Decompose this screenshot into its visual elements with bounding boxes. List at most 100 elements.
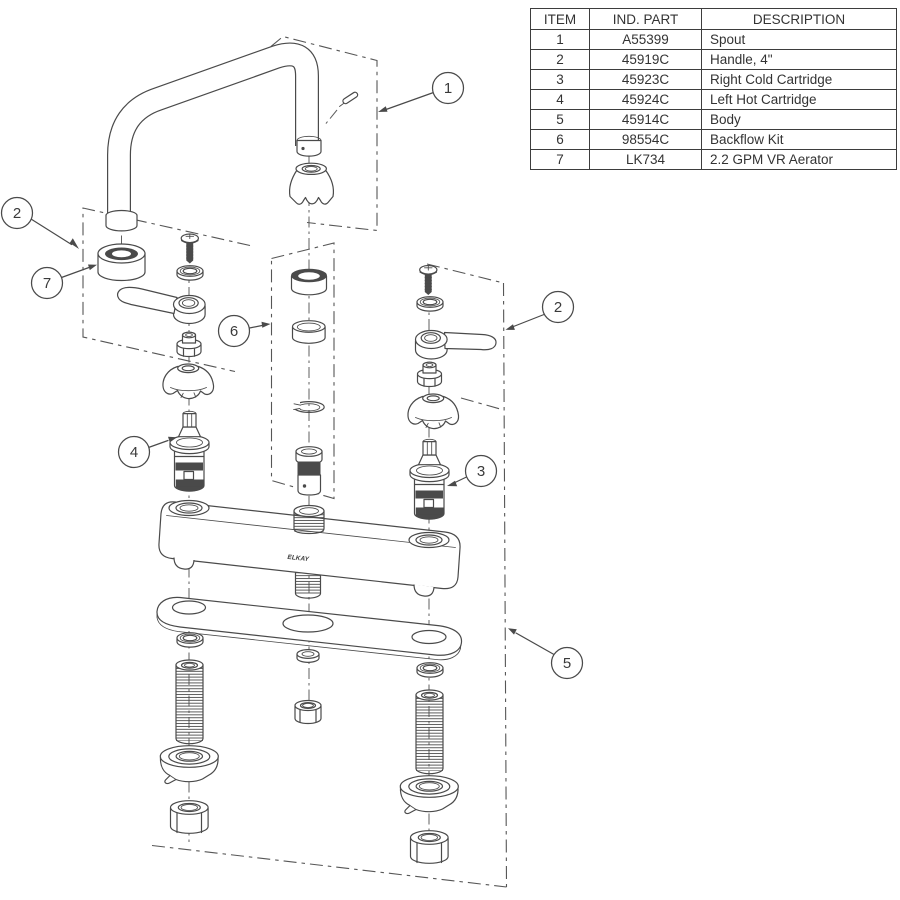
left-shank-washer: [176, 632, 204, 648]
table-row: 5 45914C Body: [530, 109, 897, 130]
plate-right-hole: [411, 629, 447, 645]
body-left-port: [168, 499, 210, 517]
right-shank-washer: [416, 662, 444, 678]
left-lever-handle: [117, 286, 206, 325]
faucet-body: ELKAY: [158, 499, 461, 599]
center-hex-nut: [294, 699, 322, 725]
item-number: 2: [530, 49, 590, 70]
plate-center-hole: [282, 614, 334, 633]
setscrew-leader-line: [323, 109, 338, 127]
spout-outlet-collar: [105, 215, 138, 232]
callouts: 1 2 7 6: [0, 71, 584, 680]
svg-text:3: 3: [477, 463, 485, 480]
item-number: 5: [530, 109, 590, 130]
body-center-boss: [293, 504, 325, 535]
brand-logo: ELKAY: [287, 554, 310, 563]
table-row: 1 A55399 Spout: [530, 29, 897, 50]
body-bottom-outlet: [294, 571, 322, 599]
body-right-foot: [413, 584, 435, 597]
callout-2-right-handle: 2: [505, 290, 575, 330]
part-number: 98554C: [589, 129, 702, 150]
left-dome-cap: [162, 363, 215, 400]
callout-3-right-cartridge: 3: [447, 454, 498, 488]
col-header-description: DESCRIPTION: [701, 8, 897, 30]
svg-text:4: 4: [130, 444, 138, 461]
right-handle-boundary-bottom: [460, 397, 504, 411]
svg-text:5: 5: [563, 655, 571, 672]
callout-4-left-cartridge: 4: [117, 435, 177, 469]
callout-5-body: 5: [508, 628, 584, 680]
right-flange-washer: [399, 775, 459, 815]
plate-left-hole: [171, 600, 207, 615]
parts-table-header-row: ITEM IND. PART DESCRIPTION: [530, 8, 897, 30]
right-handle-stack: [407, 264, 497, 521]
left-handle-stack: [117, 233, 215, 493]
backflow-preventer: [295, 446, 323, 496]
right-mounting-hardware: [399, 662, 459, 864]
part-description: Spout: [701, 29, 897, 50]
spout-swivel-nut: [289, 162, 334, 205]
table-row: 2 45919C Handle, 4": [530, 49, 897, 70]
part-number: 45924C: [589, 89, 702, 110]
svg-text:6: 6: [230, 323, 238, 340]
collar-setscrew-hole: [301, 146, 305, 151]
spout: [105, 42, 359, 232]
item-number: 6: [530, 129, 590, 150]
item-number: 7: [530, 149, 590, 170]
right-handle-washer: [416, 296, 444, 312]
right-lever-handle: [414, 329, 497, 360]
body-left-foot: [173, 557, 195, 570]
svg-text:2: 2: [554, 299, 562, 316]
right-dome-cap: [407, 393, 460, 430]
item-number: 1: [530, 29, 590, 50]
snap-ring: [291, 401, 325, 414]
left-handle-screw: [180, 233, 199, 265]
backflow-kit: [290, 268, 328, 496]
part-number: 45919C: [589, 49, 702, 70]
callout-2-left-handle: 2: [0, 196, 79, 249]
part-description: Right Cold Cartridge: [701, 69, 897, 90]
callout-6-backflow-kit: 6: [217, 314, 271, 348]
left-handle-washer: [176, 265, 204, 281]
col-header-item: ITEM: [530, 8, 590, 30]
table-row: 6 98554C Backflow Kit: [530, 129, 897, 150]
part-description: Left Hot Cartridge: [701, 89, 897, 110]
item-number: 4: [530, 89, 590, 110]
right-cold-cartridge: [409, 438, 450, 521]
boundary-boxes: [82, 35, 508, 888]
left-hot-cartridge: [169, 410, 210, 493]
parts-table-container: ITEM IND. PART DESCRIPTION 1 A55399 Spou…: [530, 8, 897, 170]
body-right-port: [408, 531, 450, 549]
body-boundary-bottom: [151, 844, 507, 888]
callout-7-aerator: 7: [30, 264, 97, 300]
centerlines: [121, 109, 430, 846]
svg-text:7: 7: [43, 275, 51, 292]
part-number: A55399: [589, 29, 702, 50]
item-number: 3: [530, 69, 590, 90]
left-flange-washer: [159, 745, 219, 785]
col-header-part: IND. PART: [589, 8, 702, 30]
part-description: 2.2 GPM VR Aerator: [701, 149, 897, 170]
parts-table: ITEM IND. PART DESCRIPTION 1 A55399 Spou…: [530, 8, 897, 170]
table-row: 3 45923C Right Cold Cartridge: [530, 69, 897, 90]
callout-1-spout: 1: [378, 71, 465, 112]
spout-base-collar: [296, 139, 322, 157]
part-number: 45914C: [589, 109, 702, 130]
left-handle-kit-boundary: [82, 207, 251, 373]
left-threaded-shank: [175, 659, 204, 745]
center-spacer-ring: [296, 648, 320, 663]
spout-boundary: [250, 35, 378, 232]
part-number: 45923C: [589, 69, 702, 90]
part-description: Backflow Kit: [701, 129, 897, 150]
body-outline: [158, 501, 461, 590]
right-handle-screw: [419, 264, 438, 296]
svg-text:2: 2: [13, 205, 21, 222]
left-hex-nut: [169, 800, 209, 834]
part-description: Body: [701, 109, 897, 130]
right-handle-boundary-top: [426, 263, 504, 284]
svg-text:1: 1: [444, 80, 452, 97]
table-row: 4 45924C Left Hot Cartridge: [530, 89, 897, 110]
spout-setscrew: [342, 91, 359, 105]
left-nut-adapter: [176, 331, 202, 358]
